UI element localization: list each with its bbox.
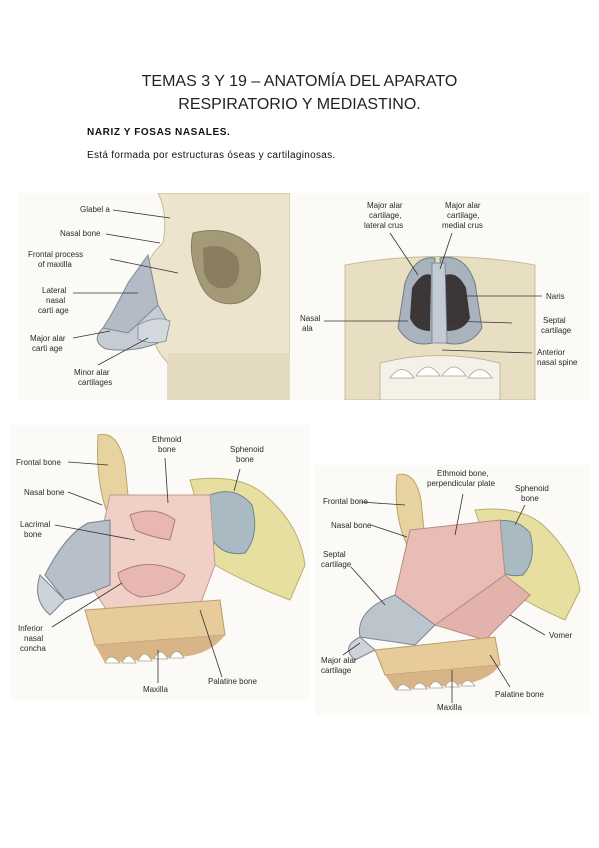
document-title-line1: TEMAS 3 Y 19 – ANATOMÍA DEL APARATO bbox=[141, 73, 458, 90]
body-paragraph: Está formada por estructuras óseas y car… bbox=[87, 150, 336, 161]
document-title-line2: RESPIRATORIO Y MEDIASTINO. bbox=[178, 96, 421, 113]
label-frontal-bone: Frontal bone bbox=[323, 497, 368, 506]
label-glabella: Glabel a bbox=[80, 205, 110, 214]
label-nasal-bone: Nasal bone bbox=[24, 488, 65, 497]
label-naris: Naris bbox=[546, 292, 565, 301]
label-nasal-bone: Nasal bone bbox=[331, 521, 372, 530]
label-maxilla: Maxilla bbox=[437, 703, 462, 712]
label-nasal-bone: Nasal bone bbox=[60, 229, 101, 238]
label-palatine-bone: Palatine bone bbox=[495, 690, 544, 699]
label-maxilla: Maxilla bbox=[143, 685, 168, 694]
label-ethmoid-perpendicular-plate: Ethmoid bone,perpendicular plate bbox=[427, 469, 496, 488]
label-palatine-bone: Palatine bone bbox=[208, 677, 257, 686]
label-vomer: Vomer bbox=[549, 631, 572, 640]
label-frontal-bone: Frontal bone bbox=[16, 458, 61, 467]
figure-nasal-septum: Ethmoid bone,perpendicular plate Sphenoi… bbox=[315, 465, 590, 715]
section-heading: NARIZ Y FOSAS NASALES. bbox=[87, 127, 231, 138]
